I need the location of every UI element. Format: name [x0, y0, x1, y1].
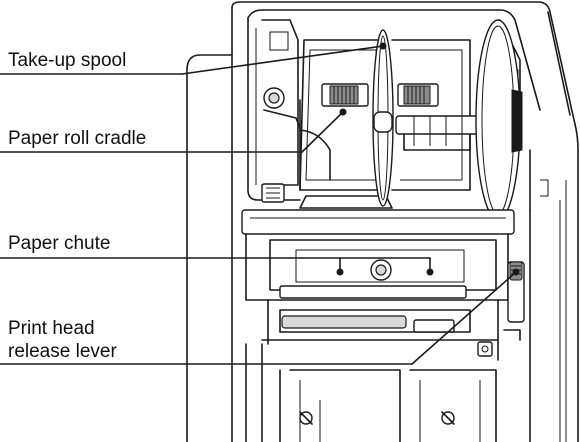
- left-knob: [263, 87, 301, 129]
- print-head-release-lever-label: Print head release lever: [8, 317, 117, 363]
- cabinet-outline: [186, 1, 579, 442]
- paper-chute-label: Paper chute: [8, 233, 111, 254]
- dot-take-up-spool: [379, 42, 387, 50]
- print-head-release-lever-label-line2: release lever: [8, 341, 117, 362]
- leader-paper-roll-cradle-diag: [301, 111, 344, 153]
- print-head-release-lever-label-line1: Print head: [8, 318, 95, 339]
- callout-leaders: [0, 42, 520, 365]
- paper-chute-part: [241, 209, 515, 361]
- dot-paper-roll-cradle: [339, 108, 347, 116]
- leader-take-up-spool-diag: [181, 45, 384, 75]
- paper-roll-cradle-label: Paper roll cradle: [8, 128, 147, 149]
- take-up-spool-part: [372, 29, 493, 207]
- dot-print-head-release-lever: [512, 268, 520, 276]
- left-latch: [261, 183, 285, 203]
- leader-print-head-release-lever-diag: [411, 271, 517, 365]
- dot-paper-chute-left: [336, 268, 344, 276]
- take-up-spool-label: Take-up spool: [8, 50, 127, 71]
- dot-paper-chute-right: [426, 268, 434, 276]
- lower-body: [245, 179, 549, 442]
